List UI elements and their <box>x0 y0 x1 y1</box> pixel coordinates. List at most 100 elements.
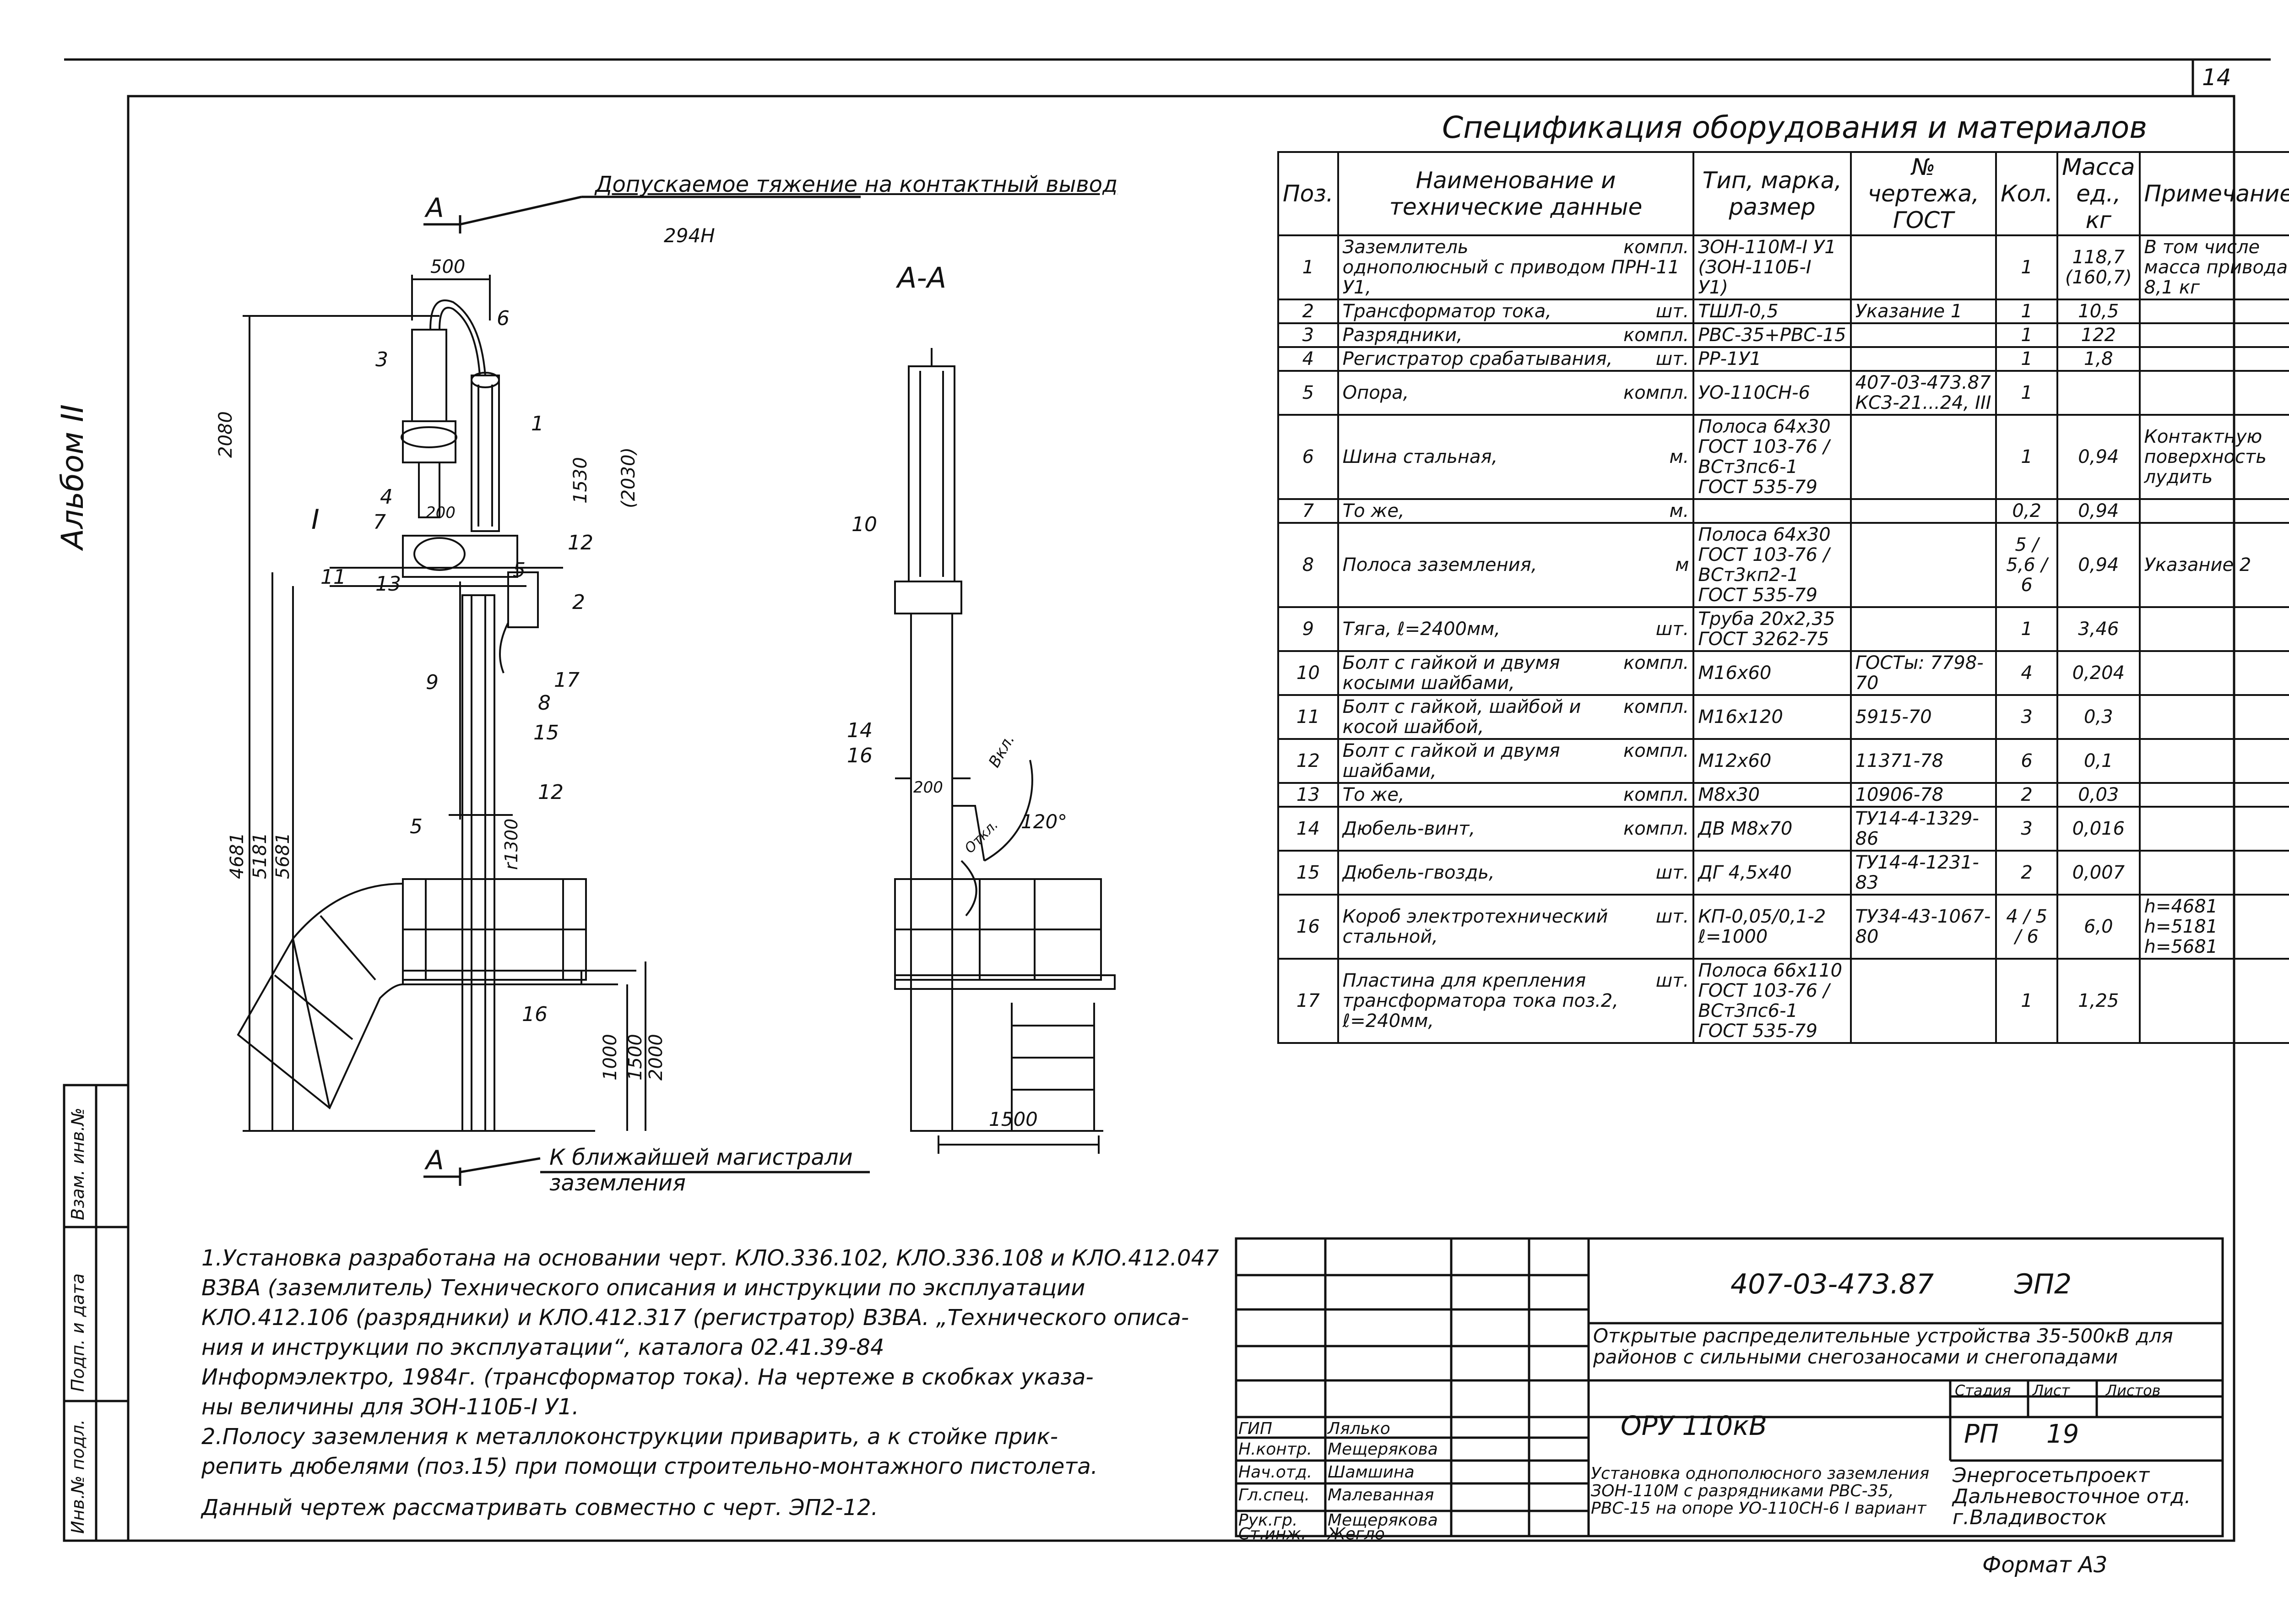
spec-name-cell: компл.Болт с гайкой, шайбой и косой шайб… <box>1337 694 1695 740</box>
role-normcontrol: Н.контр. <box>1238 1440 1313 1459</box>
spec-mass: 122 <box>2056 322 2141 348</box>
pos-14: 14 <box>847 719 873 742</box>
spec-name-cell: шт.Регистратор срабатывания, <box>1337 346 1695 372</box>
pos-5-upper: 5 <box>513 559 526 582</box>
pos-9: 9 <box>426 671 439 694</box>
spec-note <box>2138 498 2289 524</box>
stamp-replace-inv: Взам. инв.№ <box>68 1108 88 1220</box>
spec-name-cell: компл.Опора, <box>1337 370 1695 416</box>
spec-mass: 6,0 <box>2056 894 2141 960</box>
dim-2030: (2030) <box>618 447 639 508</box>
sheet-code: ЭП2 <box>2014 1268 2072 1300</box>
spec-mass: 0,94 <box>2056 498 2141 524</box>
spec-qty: 4 <box>1995 650 2059 696</box>
pos-17: 17 <box>554 668 580 692</box>
spec-qty: 2 <box>1995 782 2059 808</box>
spec-name: Полоса заземления, <box>1342 554 1537 576</box>
spec-note <box>2138 806 2289 852</box>
spec-qty: 1 <box>1995 299 2059 324</box>
spec-type: РВС-35+РВС-15 <box>1692 322 1852 348</box>
spec-mass: 0,94 <box>2056 522 2141 608</box>
stamp-inv-no: Инв.№ подл. <box>68 1419 88 1534</box>
note-line-4: ния и инструкции по эксплуатации“, катал… <box>201 1335 884 1360</box>
spec-mass: 0,1 <box>2056 738 2141 784</box>
spec-unit: шт. <box>1655 906 1689 927</box>
spec-mass: 0,204 <box>2056 650 2141 696</box>
doc-code: 407-03-473.87 <box>1730 1268 1934 1300</box>
spec-name: Тяга, ℓ=2400мм, <box>1342 619 1501 640</box>
spec-pos: 16 <box>1277 894 1339 960</box>
spec-unit: м <box>1675 554 1689 576</box>
spec-note <box>2138 738 2289 784</box>
pos-2: 2 <box>572 591 585 614</box>
dim-1500: 1500 <box>625 1034 646 1081</box>
pos-6: 6 <box>497 307 510 330</box>
header-mass: Масса ед., кг <box>2056 151 2141 236</box>
spec-unit: компл. <box>1623 818 1689 839</box>
spec-type: М12х60 <box>1692 738 1852 784</box>
spec-qty: 4 / 5 / 6 <box>1995 894 2059 960</box>
spec-mass: 1,8 <box>2056 346 2141 372</box>
pos-11: 11 <box>320 565 346 589</box>
role-group-lead: Рук.гр. <box>1238 1511 1298 1530</box>
object-name: ОРУ 110кВ <box>1621 1410 1767 1441</box>
spec-type: Полоса 64х30 ГОСТ 103-76 / ВСт3кп2-1 ГОС… <box>1692 522 1852 608</box>
spec-name-cell: шт.Трансформатор тока, <box>1337 299 1695 324</box>
spec-type: М16х120 <box>1692 694 1852 740</box>
spec-gost: ТУ34-43-1067-80 <box>1850 894 1997 960</box>
spec-note <box>2138 370 2289 416</box>
tension-callout: Допускаемое тяжение на контактный вывод <box>595 172 1118 197</box>
header-gost: № чертежа, ГОСТ <box>1850 151 1997 236</box>
spec-note <box>2138 346 2289 372</box>
spec-name-cell: шт.Дюбель-гвоздь, <box>1337 850 1695 896</box>
pos-12: 12 <box>568 531 593 554</box>
spec-unit: компл. <box>1623 696 1689 717</box>
spec-gost <box>1850 498 1997 524</box>
spec-unit: шт. <box>1655 970 1689 991</box>
section-mark-bottom: А <box>426 1145 444 1176</box>
spec-pos: 10 <box>1277 650 1339 696</box>
spec-gost <box>1850 522 1997 608</box>
note-line-1: 1.Установка разработана на основании чер… <box>201 1245 1219 1271</box>
spec-gost: 10906-78 <box>1850 782 1997 808</box>
spec-name-cell: компл. Разрядники, <box>1337 322 1695 348</box>
spec-gost <box>1850 346 1997 372</box>
dim-5181: 5181 <box>250 832 271 879</box>
spec-name: Разрядники, <box>1342 325 1463 346</box>
spec-mass: 0,94 <box>2056 414 2141 500</box>
spec-pos: 8 <box>1277 522 1339 608</box>
spec-pos: 1 <box>1277 234 1339 300</box>
spec-mass: 0,007 <box>2056 850 2141 896</box>
note-line-2: ВЗВА (заземлитель) Технического описания… <box>201 1275 1085 1301</box>
spec-name: Короб электротехнический стальной, <box>1342 906 1608 947</box>
spec-qty: 1 <box>1995 346 2059 372</box>
spec-type: М8х30 <box>1692 782 1852 808</box>
dim-1500-horizontal: 1500 <box>989 1108 1038 1130</box>
name-gip: Лялько <box>1328 1419 1390 1438</box>
spec-name: То же, <box>1342 500 1405 521</box>
spec-name: Болт с гайкой и двумя шайбами, <box>1342 740 1560 782</box>
spec-unit: компл. <box>1623 382 1689 403</box>
spec-mass: 1,25 <box>2056 958 2141 1044</box>
pos-16-front: 16 <box>522 1003 548 1026</box>
spec-name: Заземлитель однополюсный с приводом ПРН-… <box>1342 237 1680 298</box>
dim-2000: 2000 <box>645 1034 667 1081</box>
spec-unit: компл. <box>1623 325 1689 346</box>
name-dept-head: Шамшина <box>1328 1463 1415 1482</box>
pos-1: 1 <box>531 412 544 435</box>
spec-name-cell: компл.Болт с гайкой и двумя косыми шайба… <box>1337 650 1695 696</box>
spec-qty: 1 <box>1995 322 2059 348</box>
view-label: А-А <box>897 261 947 294</box>
spec-header-row: Поз. Наименование и технические данные Т… <box>1277 151 2289 236</box>
spec-type: Труба 20х2,35 ГОСТ 3262-75 <box>1692 606 1852 652</box>
spec-pos: 3 <box>1277 322 1339 348</box>
spec-note: Контактную поверхность лудить <box>2138 414 2289 500</box>
spec-type: ДГ 4,5х40 <box>1692 850 1852 896</box>
